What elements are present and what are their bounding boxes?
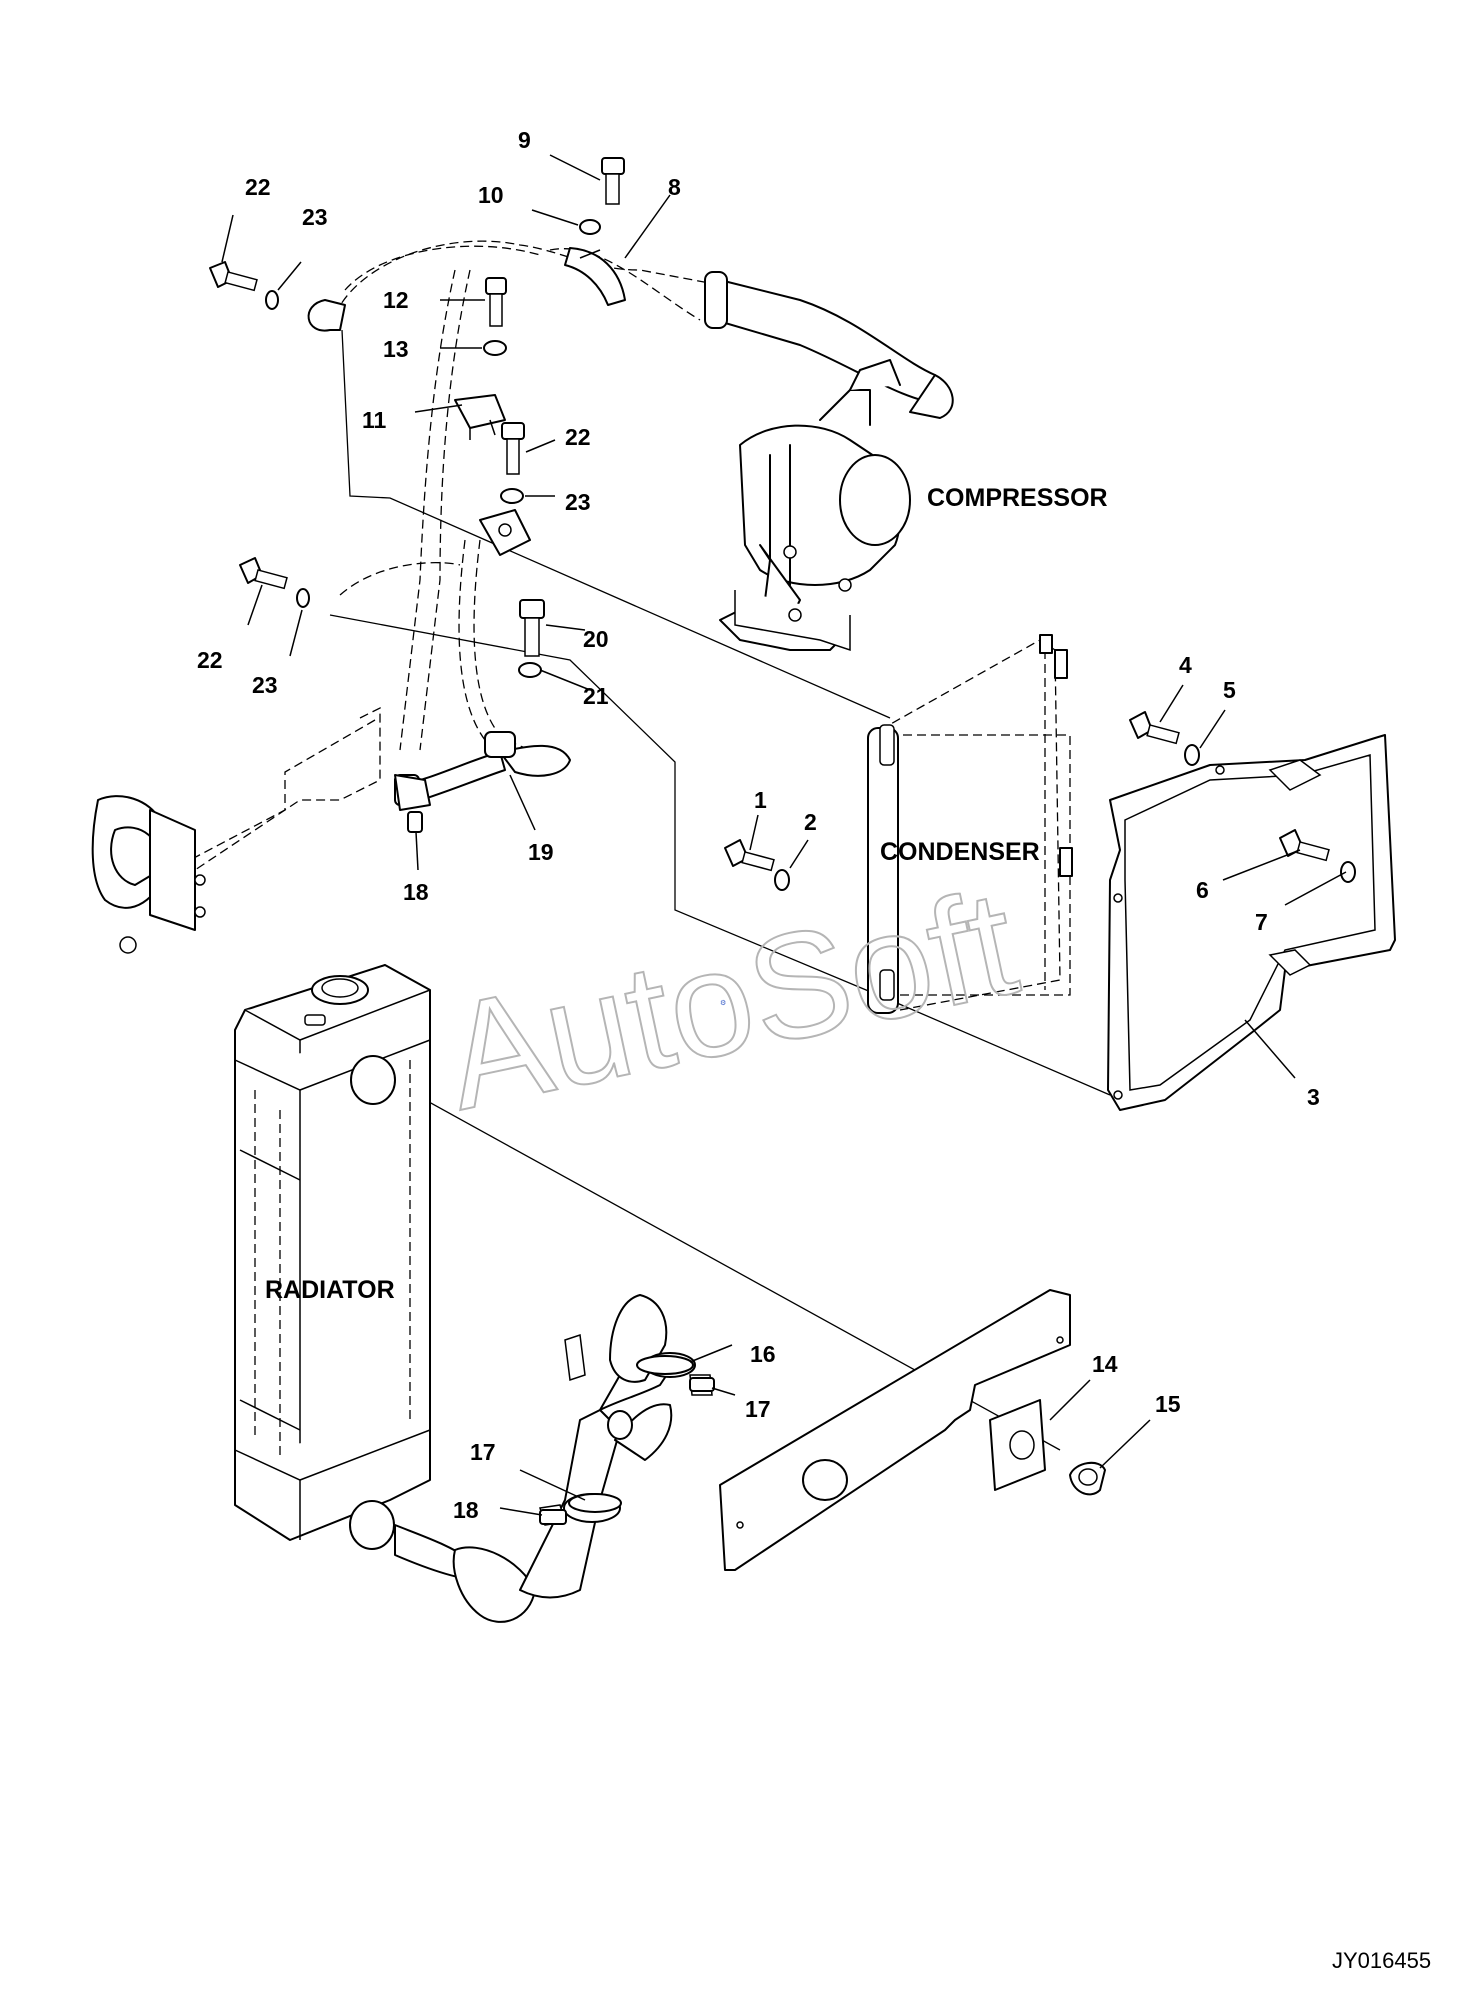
condenser [867, 634, 1073, 1014]
callout-17-right: 17 [745, 1396, 771, 1422]
callout-16: 16 [750, 1341, 776, 1367]
callout-18-upper: 18 [403, 879, 429, 905]
callout-4: 4 [1179, 652, 1192, 678]
hose-connector-valve [479, 509, 531, 556]
radiator-label: RADIATOR [265, 1276, 395, 1304]
compressor [719, 359, 911, 652]
callout-17-left: 17 [470, 1439, 496, 1465]
condenser-label: CONDENSER [880, 838, 1040, 866]
callout-9: 9 [518, 127, 531, 153]
callout-23-mid: 23 [565, 489, 591, 515]
callout-13: 13 [383, 336, 409, 362]
drawing-number: JY016455 [1332, 1948, 1431, 1973]
compressor-label: COMPRESSOR [927, 484, 1108, 512]
callout-10: 10 [478, 182, 504, 208]
radiator-hoses [394, 1294, 713, 1623]
watermark-mark: ⚙ [720, 999, 726, 1007]
hose-clamps-lower [394, 774, 715, 1525]
pipe-bracket-assembly [91, 706, 381, 954]
leader-lines [221, 154, 1347, 1516]
radiator [234, 964, 431, 1550]
callout-8: 8 [668, 174, 681, 200]
callout-3: 3 [1307, 1084, 1320, 1110]
condenser-cover [1107, 734, 1396, 1111]
callout-5: 5 [1223, 677, 1236, 703]
callout-22-left: 22 [197, 647, 223, 673]
fasteners [209, 157, 1356, 891]
callout-19: 19 [528, 839, 554, 865]
callout-20: 20 [583, 626, 609, 652]
callout-14: 14 [1092, 1351, 1118, 1377]
radiator-bracket-plate [719, 1289, 1106, 1571]
callout-6: 6 [1196, 877, 1209, 903]
callout-18-lower: 18 [453, 1497, 479, 1523]
callout-21: 21 [583, 683, 609, 709]
callout-12: 12 [383, 287, 409, 313]
callout-numbers: 9 10 8 22 23 12 13 11 22 23 22 23 20 21 … [197, 127, 1320, 1523]
callout-22-top: 22 [245, 174, 271, 200]
callout-1: 1 [754, 787, 767, 813]
callout-22-mid: 22 [565, 424, 591, 450]
hose-clamp-8 [564, 247, 626, 306]
callout-7: 7 [1255, 909, 1268, 935]
callout-2: 2 [804, 809, 817, 835]
callout-23-left: 23 [252, 672, 278, 698]
callout-15: 15 [1155, 1391, 1181, 1417]
watermark-text: AutoSoft [432, 857, 1030, 1141]
callout-23-top: 23 [302, 204, 328, 230]
hose-clamp-11 [454, 394, 506, 440]
callout-11: 11 [362, 407, 387, 433]
